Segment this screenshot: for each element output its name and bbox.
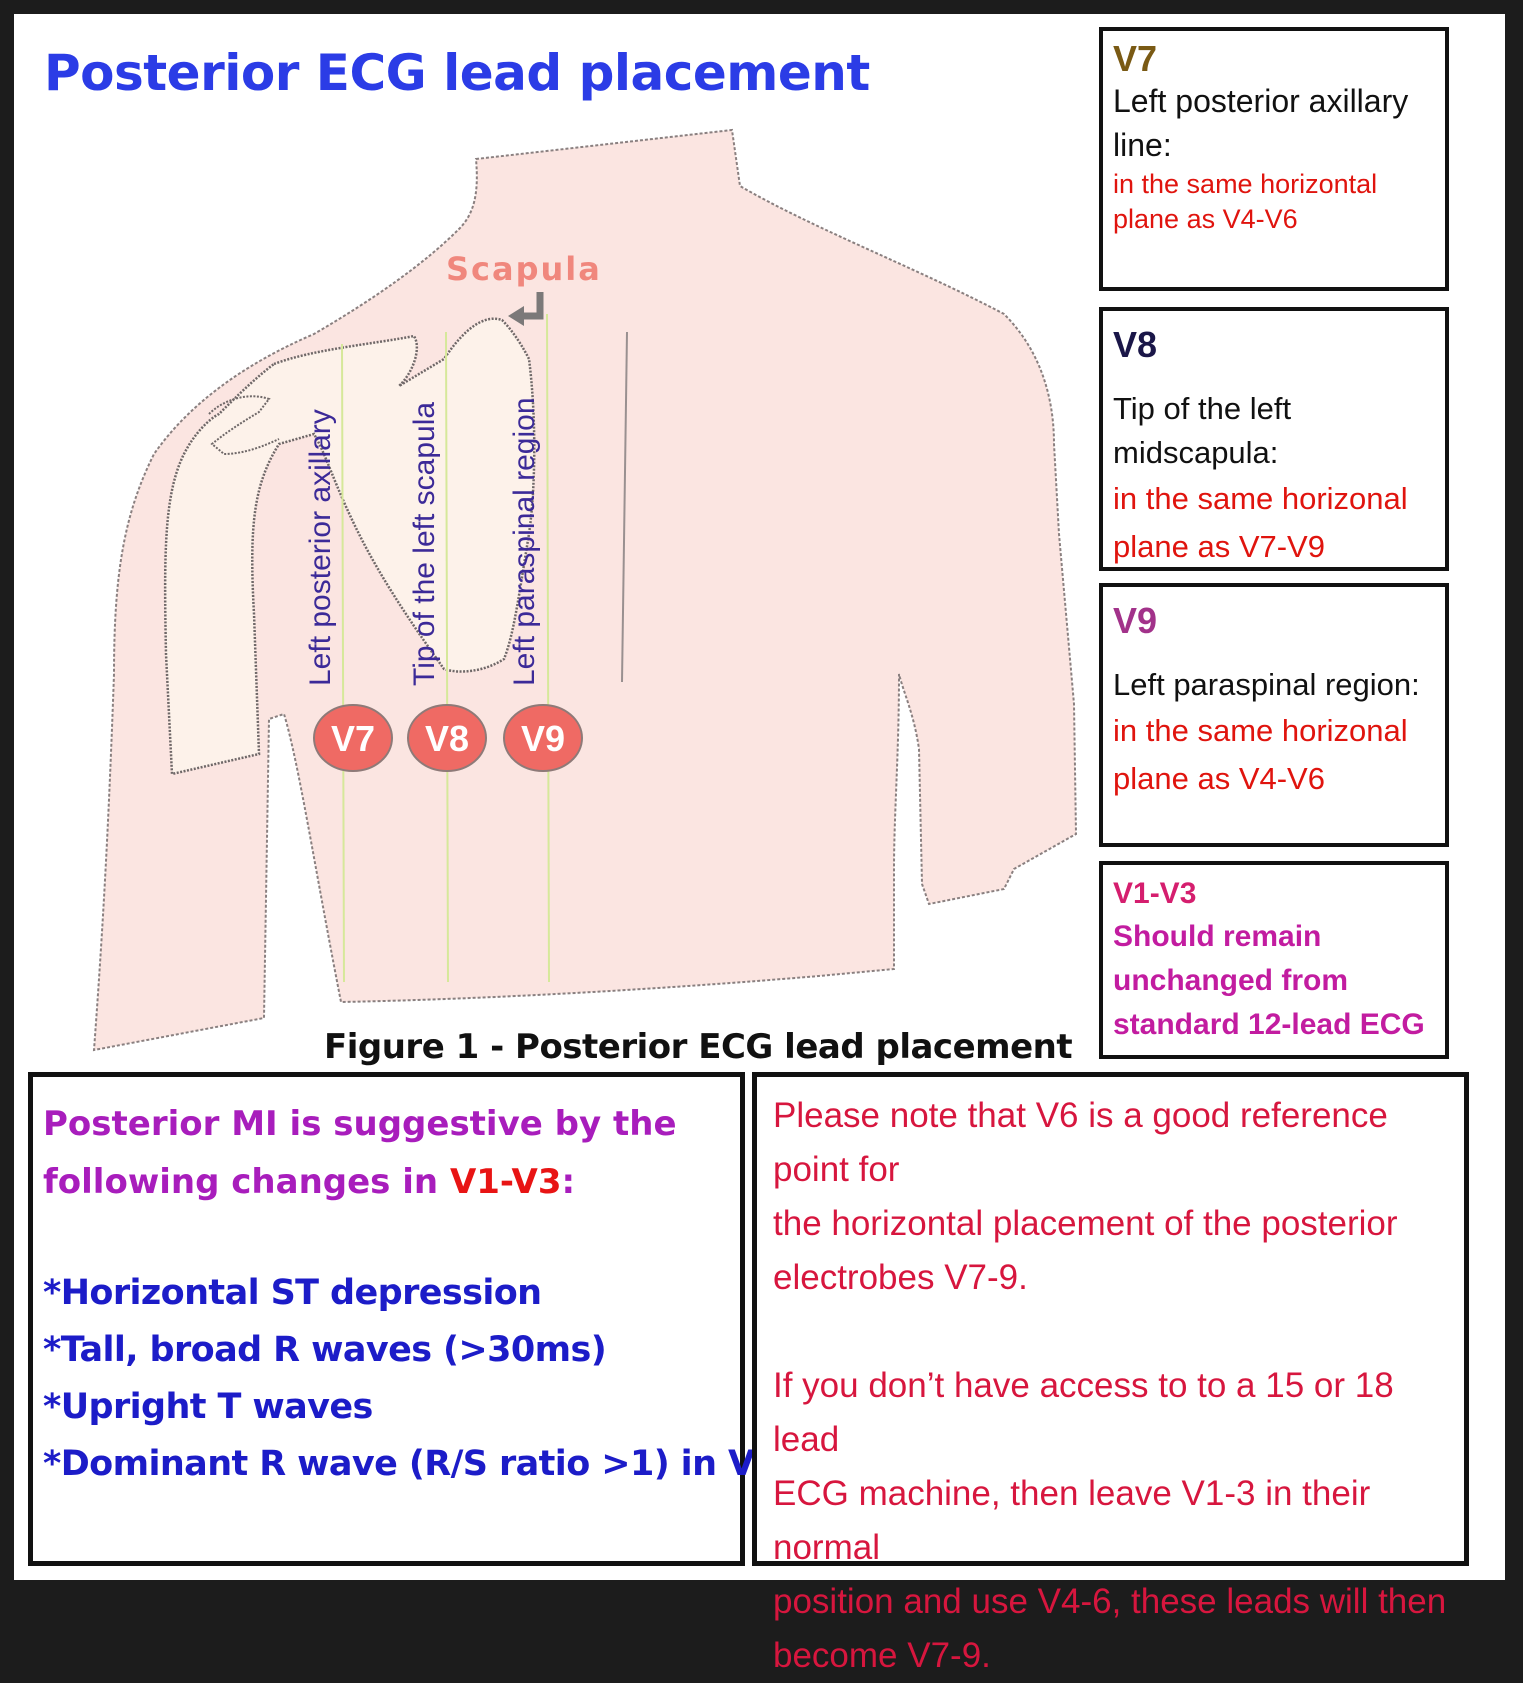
- note-line: position and use V4-6, these leads will …: [773, 1582, 1447, 1621]
- note-line: ECG machine, then leave V1-3 in their no…: [773, 1474, 1371, 1567]
- v9-guide-line: [546, 313, 550, 983]
- label-left-paraspinal-region: Left paraspinal region: [508, 397, 541, 686]
- note-line: Please note that V6 is a good reference …: [773, 1096, 1388, 1189]
- note-line: the horizontal placement of the posterio…: [773, 1204, 1398, 1243]
- lead-note-v9: in the same horizonal plane as V4-V6: [1113, 713, 1408, 796]
- mi-change-item: *Dominant R wave (R/S ratio >1) in V2: [43, 1444, 779, 1484]
- note-line: If you don’t have access to to a 15 or 1…: [773, 1366, 1394, 1459]
- lead-name-v7: V7: [1113, 38, 1158, 79]
- lead-note-v1-v3-line3: standard 12-lead ECG: [1113, 1008, 1425, 1041]
- lead-name-v8: V8: [1113, 324, 1158, 365]
- lead-name-v9: V9: [1113, 600, 1158, 641]
- electrode-v8: V8: [407, 704, 487, 772]
- note-line: electrobes V7-9.: [773, 1258, 1028, 1297]
- scapula-inner-detail: [208, 395, 280, 456]
- lead-description-v9: Left paraspinal region:: [1113, 667, 1420, 702]
- mi-change-list: *Horizontal ST depression *Tall, broad R…: [43, 1265, 779, 1493]
- mi-title-line2: following changes in V1-V3:: [43, 1153, 730, 1211]
- note-line: become V7-9.: [773, 1636, 991, 1675]
- electrode-v7: V7: [313, 704, 393, 772]
- lead-note-v8: in the same horizonal plane as V7-V9: [1113, 481, 1408, 564]
- page: Scapula Left posterior axillary Tip of t…: [14, 14, 1505, 1675]
- label-left-posterior-axillary: Left posterior axillary: [304, 409, 337, 686]
- scapula-arrow-head: [508, 306, 524, 326]
- lead-box-v9: V9 Left paraspinal region: in the same h…: [1099, 583, 1449, 847]
- torso-illustration: Scapula Left posterior axillary Tip of t…: [92, 128, 1078, 1052]
- mi-change-item: *Tall, broad R waves (>30ms): [43, 1330, 607, 1370]
- lead-name-v1-v3: V1-V3: [1113, 877, 1197, 910]
- lead-description-v7: Left posterior axillary line:: [1113, 83, 1409, 163]
- figure-caption: Figure 1 - Posterior ECG lead placement: [324, 1027, 1073, 1067]
- electrode-v8-label: V8: [425, 718, 469, 759]
- label-tip-left-scapula: Tip of the left scapula: [408, 402, 441, 686]
- lead-note-v1-v3-line2: unchanged from: [1113, 964, 1349, 997]
- scapula-outline: [163, 317, 536, 776]
- lead-box-v7: V7 Left posterior axillary line: in the …: [1099, 27, 1449, 291]
- electrode-v9-label: V9: [521, 718, 565, 759]
- mi-title-line1: Posterior MI is suggestive by the: [43, 1104, 677, 1144]
- mi-change-item: *Horizontal ST depression: [43, 1273, 542, 1313]
- spine-line: [621, 331, 628, 683]
- lead-box-v8: V8 Tip of the left midscapula: in the sa…: [1099, 307, 1449, 571]
- v7-guide-line: [341, 343, 345, 983]
- mi-title-highlight: V1-V3: [449, 1162, 562, 1202]
- lead-note-v1-v3-line1: Should remain: [1113, 920, 1322, 953]
- mi-title-line2-suffix: :: [561, 1162, 576, 1202]
- electrode-v7-label: V7: [331, 718, 375, 759]
- scapula-arrow: [520, 292, 544, 320]
- mi-change-item: *Upright T waves: [43, 1387, 373, 1427]
- lead-note-v7: in the same horizontal plane as V4-V6: [1113, 169, 1378, 234]
- page-title: Posterior ECG lead placement: [44, 44, 870, 102]
- scapula-label: Scapula: [446, 250, 602, 288]
- v8-guide-line: [445, 331, 449, 983]
- electrode-v9: V9: [503, 704, 583, 772]
- reference-note-box: Please note that V6 is a good reference …: [752, 1072, 1469, 1675]
- lead-box-v1-v3: V1-V3 Should remain unchanged from stand…: [1099, 861, 1449, 1059]
- paragraph-gap: [773, 1305, 1448, 1359]
- mi-title-line2-prefix: following changes in: [43, 1162, 450, 1202]
- posterior-mi-box: Posterior MI is suggestive by the follow…: [28, 1072, 779, 1566]
- lead-description-v8: Tip of the left midscapula:: [1113, 391, 1292, 470]
